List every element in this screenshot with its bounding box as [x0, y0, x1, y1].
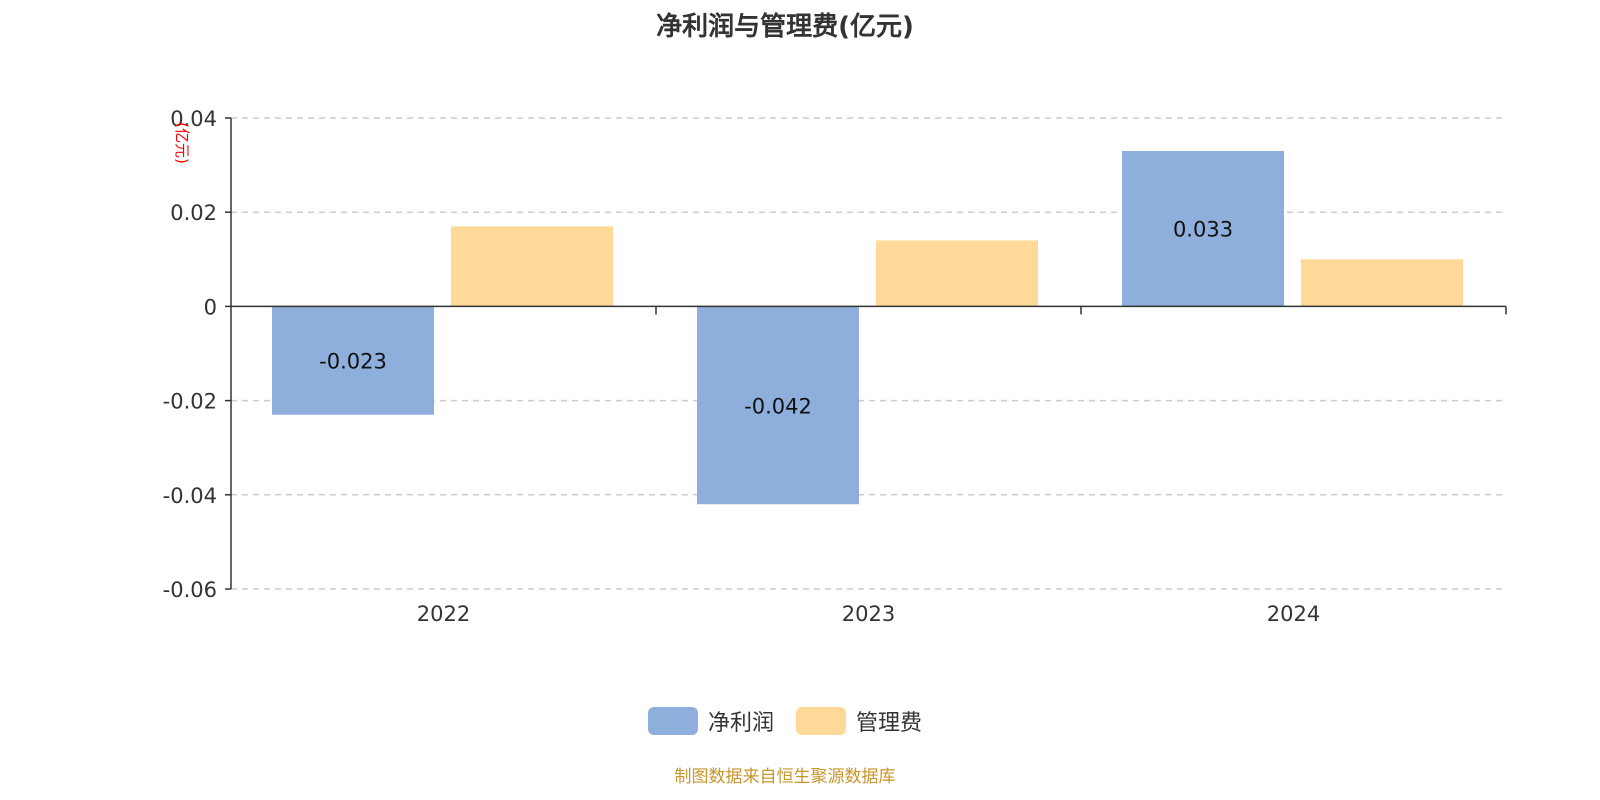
bar-net-profit-2022 [272, 306, 434, 415]
data-source-note: 制图数据来自恒生聚源数据库 [674, 767, 896, 787]
legend-item-net-profit[interactable]: 净利润 [647, 705, 774, 737]
bar-net-profit-2024 [1122, 150, 1284, 307]
data-label: 0.033 [1173, 218, 1233, 242]
data-label: -0.023 [319, 350, 387, 374]
legend-swatch-net-profit [647, 707, 698, 735]
y-tick-label: -0.06 [163, 578, 217, 602]
chart-title: 净利润与管理费(亿元) [656, 12, 914, 42]
legend-label-net-profit: 净利润 [707, 711, 774, 736]
bar-chart: 0.04 0.02 0 -0.02 -0.04 -0.06 (亿元) -0.023 2022 -0… [163, 107, 1507, 626]
x-tick-label: 2022 [417, 602, 470, 626]
y-tick-label: -0.02 [163, 390, 217, 414]
bar-admin-expense-2022 [451, 226, 613, 307]
bar-admin-expense-2024 [1301, 259, 1463, 307]
bar-admin-expense-2023 [876, 240, 1038, 307]
legend-label-admin-expense: 管理费 [856, 711, 923, 736]
legend-item-admin-expense[interactable]: 管理费 [796, 705, 922, 737]
y-tick-label: 0.02 [170, 201, 217, 225]
data-label: -0.042 [744, 394, 812, 418]
y-tick-label: 0 [204, 295, 217, 319]
legend: 净利润 管理费 [0, 705, 1570, 737]
y-tick-label: 0.04 [170, 107, 217, 131]
x-tick-label: 2023 [842, 602, 895, 626]
x-tick-label: 2024 [1267, 602, 1320, 626]
bar-net-profit-2023 [697, 306, 859, 505]
y-tick-label: -0.04 [163, 484, 217, 508]
y-axis-unit-label: (亿元) [173, 122, 191, 164]
legend-swatch-admin-expense [796, 707, 846, 735]
